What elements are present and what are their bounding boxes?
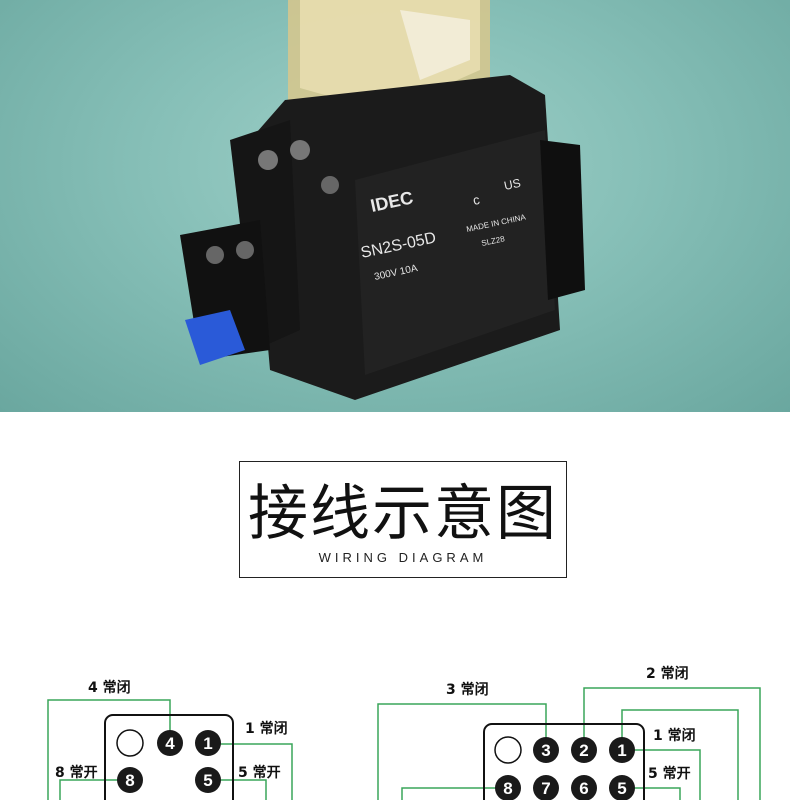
svg-text:3: 3 bbox=[541, 741, 550, 760]
right-wiring-diagram: 3 2 1 8 7 6 5 3 常闭 2 常闭 1 常闭 5 常开 bbox=[370, 660, 790, 800]
label-2-nc: 2 常闭 bbox=[646, 665, 689, 682]
label-4-nc: 4 常闭 bbox=[88, 679, 131, 696]
pin-4: 4 bbox=[157, 730, 183, 756]
pin-1: 1 bbox=[195, 730, 221, 756]
pin-2: 2 bbox=[571, 737, 597, 763]
cert-us: US bbox=[503, 176, 522, 193]
svg-text:1: 1 bbox=[203, 734, 212, 753]
section-title-box: 接线示意图 WIRING DIAGRAM bbox=[239, 461, 567, 578]
pin-8: 8 bbox=[117, 767, 143, 793]
left-wiring-diagram: 4 1 8 5 4 常闭 1 常闭 5 常开 8 常开 bbox=[0, 660, 395, 800]
empty-pin bbox=[494, 736, 522, 764]
svg-text:1: 1 bbox=[617, 741, 626, 760]
pin-7: 7 bbox=[533, 775, 559, 800]
svg-text:4: 4 bbox=[165, 734, 175, 753]
svg-text:8: 8 bbox=[503, 779, 512, 798]
socket-outline bbox=[483, 723, 645, 800]
svg-text:5: 5 bbox=[617, 779, 626, 798]
relay-socket-illustration: IDEC SN2S-05D 300V 10A c US MADE IN CHIN… bbox=[180, 0, 585, 400]
label-5-no: 5 常开 bbox=[238, 764, 281, 781]
label-8-no: 8 常开 bbox=[55, 764, 98, 781]
svg-text:5: 5 bbox=[203, 771, 212, 790]
svg-text:6: 6 bbox=[579, 779, 588, 798]
cert-c: c bbox=[472, 192, 482, 208]
socket-outline bbox=[104, 714, 234, 800]
pin-5: 5 bbox=[195, 767, 221, 793]
label-5-no: 5 常开 bbox=[648, 765, 691, 782]
svg-text:7: 7 bbox=[541, 779, 550, 798]
pin-6: 6 bbox=[571, 775, 597, 800]
pin-3: 3 bbox=[533, 737, 559, 763]
label-3-nc: 3 常闭 bbox=[446, 681, 489, 698]
empty-pin bbox=[116, 729, 144, 757]
pin-5: 5 bbox=[609, 775, 635, 800]
section-title: 接线示意图 bbox=[248, 479, 558, 549]
pin-8: 8 bbox=[495, 775, 521, 800]
product-photo: IDEC SN2S-05D 300V 10A c US MADE IN CHIN… bbox=[0, 0, 790, 412]
section-subtitle: WIRING DIAGRAM bbox=[318, 550, 488, 565]
pin-1: 1 bbox=[609, 737, 635, 763]
label-1-nc: 1 常闭 bbox=[653, 727, 696, 744]
label-1-nc: 1 常闭 bbox=[245, 720, 288, 737]
svg-text:2: 2 bbox=[579, 741, 588, 760]
svg-text:8: 8 bbox=[125, 771, 134, 790]
